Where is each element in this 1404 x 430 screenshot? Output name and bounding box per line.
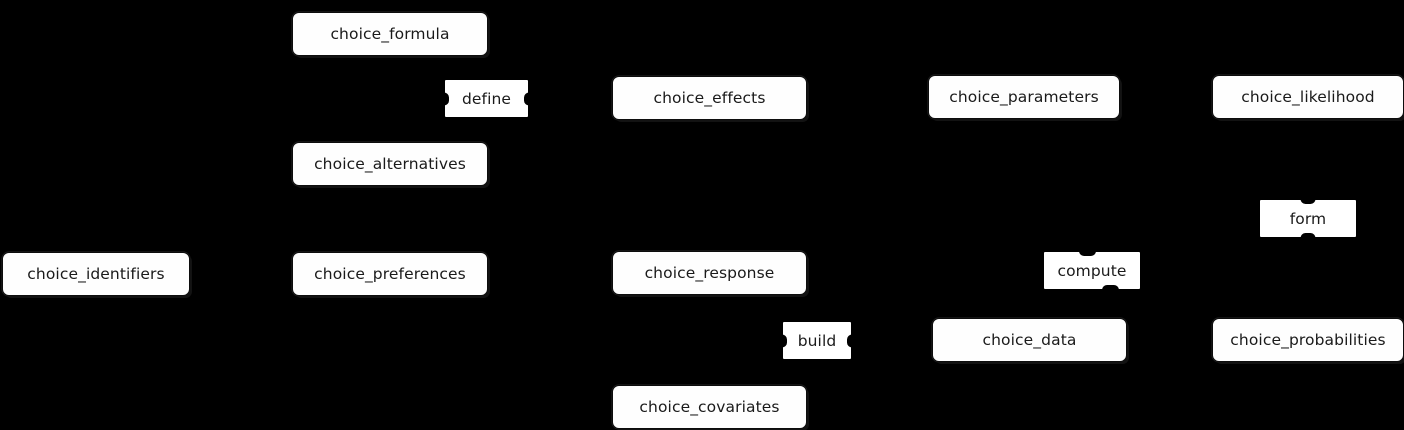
node-choice_covariates[interactable]: choice_covariates <box>612 385 807 429</box>
node-label: choice_likelihood <box>1241 88 1375 106</box>
node-choice_likelihood[interactable]: choice_likelihood <box>1212 75 1404 119</box>
node-label: choice_effects <box>653 89 766 107</box>
node-choice_formula[interactable]: choice_formula <box>292 12 488 56</box>
node-label: choice_data <box>982 331 1077 349</box>
node-choice_identifiers[interactable]: choice_identifiers <box>2 252 190 296</box>
node-label: choice_preferences <box>314 265 466 283</box>
edge-label-text: form <box>1289 209 1327 228</box>
node-choice_effects[interactable]: choice_effects <box>612 76 807 120</box>
node-label: choice_identifiers <box>27 265 165 283</box>
node-label: choice_formula <box>330 25 450 43</box>
node-label: choice_covariates <box>639 398 780 416</box>
node-choice_probabilities[interactable]: choice_probabilities <box>1212 318 1404 362</box>
edge-label-text: build <box>797 331 837 350</box>
node-label: choice_alternatives <box>314 155 466 173</box>
node-choice_data[interactable]: choice_data <box>932 318 1127 362</box>
edge-label-build: build <box>783 322 851 359</box>
node-choice_parameters[interactable]: choice_parameters <box>928 75 1120 119</box>
edge-label-text: compute <box>1057 261 1127 280</box>
edge-label-text: define <box>461 89 512 108</box>
edge-label-compute: compute <box>1044 251 1140 290</box>
edge-label-define: define <box>445 80 528 117</box>
node-choice_alternatives[interactable]: choice_alternatives <box>292 142 488 186</box>
node-label: choice_parameters <box>949 88 1099 106</box>
node-label: choice_probabilities <box>1230 331 1386 349</box>
node-choice_response[interactable]: choice_response <box>612 251 807 295</box>
edge-label-form: form <box>1260 200 1356 237</box>
node-choice_preferences[interactable]: choice_preferences <box>292 252 488 296</box>
node-label: choice_response <box>644 264 775 282</box>
